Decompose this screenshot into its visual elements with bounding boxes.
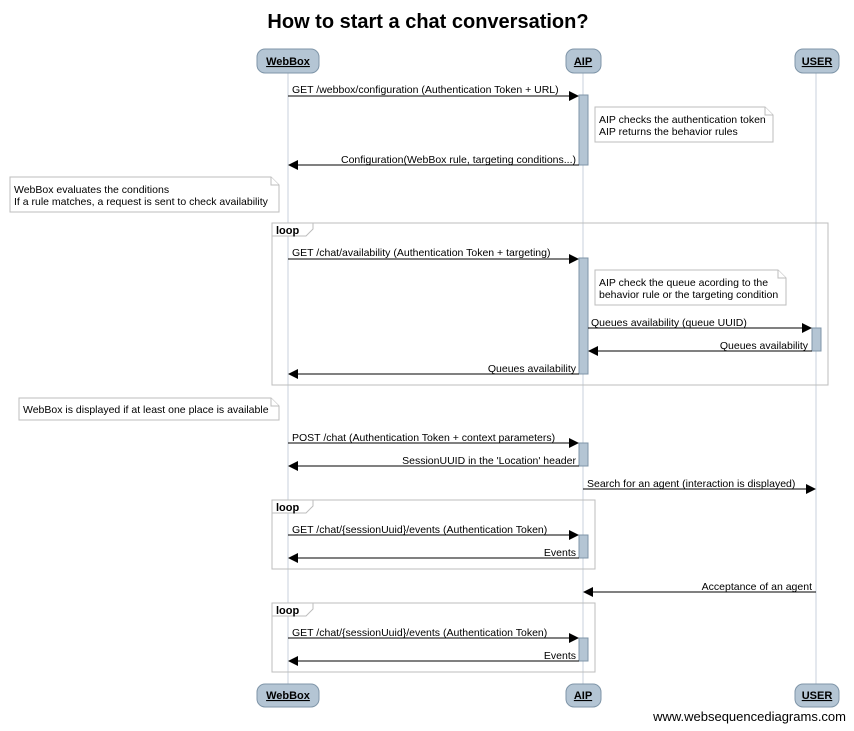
message-label: GET /chat/{sessionUuid}/events (Authenti…	[292, 627, 547, 639]
note-line: WebBox evaluates the conditions	[14, 184, 169, 196]
note-line: AIP check the queue acording to the	[599, 277, 768, 289]
message-queues-availability-request: Queues availability (queue UUID)	[588, 317, 812, 333]
activation-aip	[578, 94, 589, 166]
message-get-events-2: GET /chat/{sessionUuid}/events (Authenti…	[288, 627, 579, 643]
message-label: Queues availability	[488, 363, 577, 375]
participant-label: AIP	[574, 56, 592, 68]
activation-aip	[578, 257, 589, 375]
loop-frame-1: loop	[271, 222, 829, 386]
note-webbox-evaluates: WebBox evaluates the conditions If a rul…	[9, 176, 280, 213]
note-aip-check-queue: AIP check the queue acording to the beha…	[594, 269, 787, 306]
loop-label: loop	[276, 225, 299, 237]
message-label: GET /chat/availability (Authentication T…	[292, 247, 550, 259]
message-queues-availability-response: Queues availability	[288, 363, 579, 379]
participant-user-top: USER	[794, 48, 840, 74]
message-label: Queues availability (queue UUID)	[591, 317, 747, 329]
watermark: www.websequencediagrams.com	[652, 709, 846, 724]
message-session-uuid: SessionUUID in the 'Location' header	[288, 455, 579, 471]
participant-webbox-bottom: WebBox	[256, 683, 320, 708]
note-aip-checks: AIP checks the authentication token AIP …	[594, 106, 774, 143]
message-label: Events	[544, 547, 576, 559]
message-label: Search for an agent (interaction is disp…	[587, 478, 795, 490]
note-line: AIP checks the authentication token	[599, 114, 766, 126]
message-label: Queues availability	[720, 340, 809, 352]
participant-aip-bottom: AIP	[565, 683, 602, 708]
note-line: behavior rule or the targeting condition	[599, 289, 778, 301]
participant-aip-top: AIP	[565, 48, 602, 74]
participant-user-bottom: USER	[794, 683, 840, 708]
participant-label: USER	[802, 56, 833, 68]
participant-webbox-top: WebBox	[256, 48, 320, 74]
message-label: SessionUUID in the 'Location' header	[402, 455, 576, 467]
message-label: Events	[544, 650, 576, 662]
activation-aip	[578, 534, 589, 559]
participant-label: WebBox	[266, 690, 311, 702]
activation-aip	[578, 442, 589, 467]
loop-label: loop	[276, 502, 299, 514]
message-label: GET /webbox/configuration (Authenticatio…	[292, 84, 559, 96]
message-label: GET /chat/{sessionUuid}/events (Authenti…	[292, 524, 547, 536]
message-events-2: Events	[288, 650, 579, 666]
diagram-title: How to start a chat conversation?	[267, 11, 588, 33]
message-search-agent: Search for an agent (interaction is disp…	[583, 478, 816, 494]
loop-frame-3: loop	[271, 602, 596, 673]
message-queues-availability-user-response: Queues availability	[588, 340, 812, 356]
note-line: AIP returns the behavior rules	[599, 126, 738, 138]
participant-label: WebBox	[266, 56, 311, 68]
message-post-chat: POST /chat (Authentication Token + conte…	[288, 432, 579, 448]
note-line: WebBox is displayed if at least one plac…	[23, 404, 269, 416]
activation-user	[811, 327, 822, 352]
note-webbox-displayed: WebBox is displayed if at least one plac…	[18, 397, 280, 421]
message-label: Configuration(WebBox rule, targeting con…	[341, 154, 576, 166]
note-line: If a rule matches, a request is sent to …	[14, 196, 269, 208]
loop-frame-2: loop	[271, 499, 596, 570]
activation-aip	[578, 637, 589, 662]
message-label: POST /chat (Authentication Token + conte…	[292, 432, 555, 444]
message-configuration-response: Configuration(WebBox rule, targeting con…	[288, 154, 579, 170]
loop-label: loop	[276, 605, 299, 617]
message-get-events-1: GET /chat/{sessionUuid}/events (Authenti…	[288, 524, 579, 540]
message-get-availability: GET /chat/availability (Authentication T…	[288, 247, 579, 264]
message-label: Acceptance of an agent	[702, 581, 812, 593]
message-get-configuration: GET /webbox/configuration (Authenticatio…	[288, 84, 579, 101]
participant-label: AIP	[574, 690, 592, 702]
message-acceptance-agent: Acceptance of an agent	[583, 581, 816, 597]
participant-label: USER	[802, 690, 833, 702]
message-events-1: Events	[288, 547, 579, 563]
